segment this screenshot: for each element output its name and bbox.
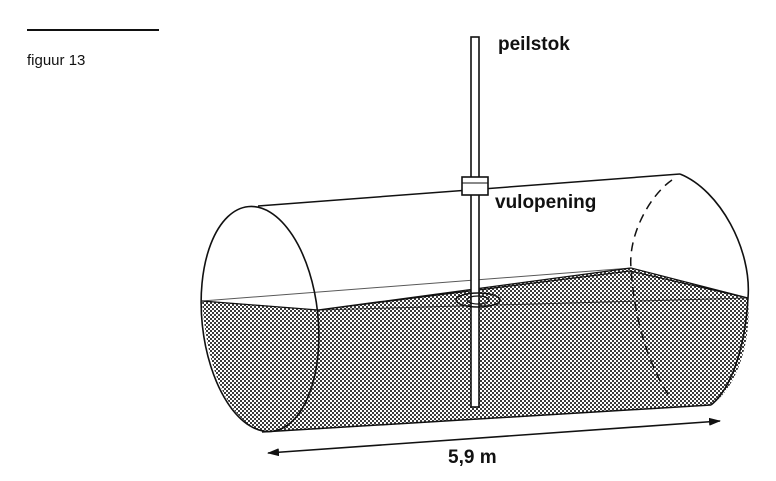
- dipstick: [470, 36, 480, 408]
- tank-right-end: [679, 173, 750, 406]
- ripple-ring: [455, 292, 501, 308]
- filler-opening-cap: [461, 176, 489, 196]
- figure-caption: figuur 13: [27, 52, 86, 69]
- length-label: 5,9 m: [448, 447, 497, 468]
- ripple-ring: [466, 295, 490, 305]
- length-arrow: [267, 417, 721, 457]
- liquid-surface-front-edge: [317, 297, 749, 311]
- liquid-surface: [201, 267, 749, 311]
- dipstick-label: peilstok: [498, 34, 570, 55]
- liquid-surface-back-edge: [201, 267, 632, 302]
- caption-rule: [27, 29, 159, 31]
- filler-opening-label: vulopening: [495, 192, 596, 213]
